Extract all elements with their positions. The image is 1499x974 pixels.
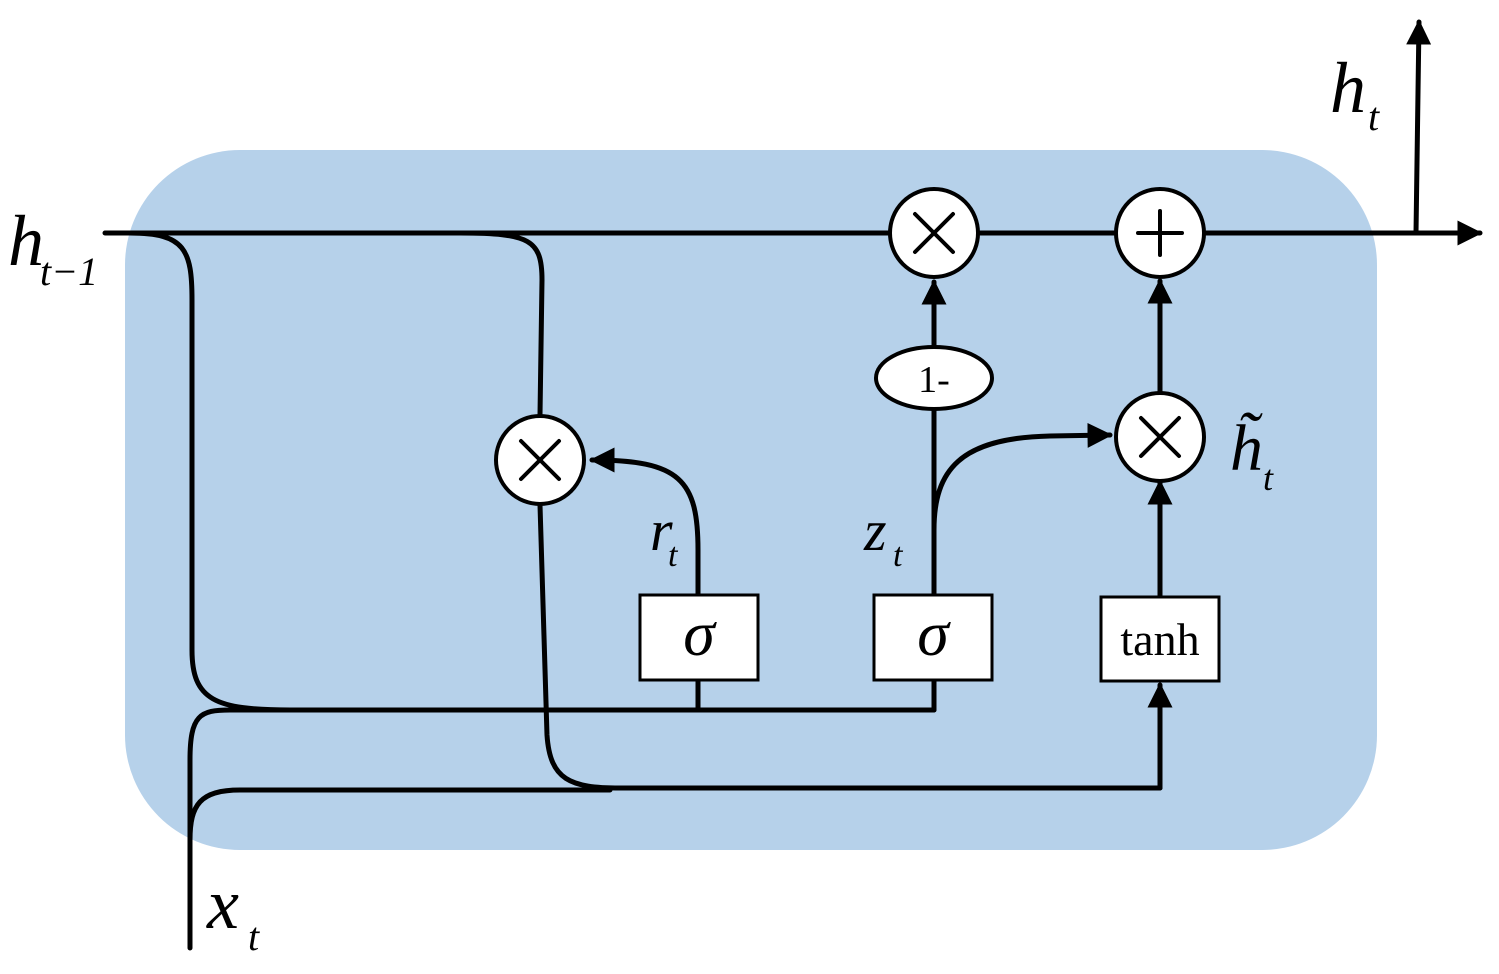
one-minus-node: 1-: [874, 345, 994, 411]
cell-background: [125, 150, 1377, 850]
sigma-update-box: σ: [872, 593, 994, 682]
sigma-reset-label: σ: [683, 598, 717, 669]
add-node: [1114, 187, 1206, 279]
x-in-sub: t: [248, 914, 260, 959]
output-up-line: [1406, 19, 1432, 236]
reset-mult-to-candidate-bus: [537, 502, 1163, 791]
x-to-gate-bus: [187, 707, 303, 843]
reset-multiply-node: [494, 414, 586, 506]
multiply-icon: [913, 212, 955, 254]
update-gate-sub: t: [893, 537, 904, 574]
h-prev-to-gate-bus: [127, 230, 293, 713]
h-out-sub: t: [1368, 94, 1380, 139]
multiply-icon: [1139, 416, 1181, 458]
h-out-base: h: [1330, 48, 1366, 128]
update-to-candidate-mult: [931, 422, 1113, 533]
reset-gate-sub: t: [668, 537, 679, 574]
reset-gate-base: r: [650, 498, 673, 563]
plus-icon: [1136, 209, 1184, 257]
update-gate-base: z: [863, 498, 887, 563]
candidate-multiply-node: [1114, 391, 1206, 483]
sigma-update-label: σ: [917, 598, 951, 669]
h-out-label: h t: [1330, 48, 1380, 139]
candidate-label: h̃ t: [1230, 412, 1274, 498]
update-multiply-node: [888, 187, 980, 279]
one-minus-label: 1-: [918, 359, 950, 401]
tanh-box: tanh: [1099, 595, 1221, 683]
sigma-reset-box: σ: [638, 593, 760, 682]
x-in-base: x: [206, 864, 239, 944]
h-prev-sub: t−1: [40, 249, 98, 294]
h-prev-base: h: [8, 201, 44, 281]
multiply-icon: [519, 439, 561, 481]
h-prev-label: h t−1: [8, 201, 98, 294]
h-prev-to-reset-mult: [457, 230, 545, 418]
candidate-base: h̃: [1230, 412, 1264, 485]
tanh-label: tanh: [1120, 614, 1199, 665]
update-gate-label: z t: [863, 498, 904, 574]
x-in-label: x t: [206, 864, 260, 959]
reset-gate-line: [589, 447, 701, 598]
reset-gate-label: r t: [650, 498, 679, 574]
candidate-sub: t: [1263, 458, 1274, 498]
